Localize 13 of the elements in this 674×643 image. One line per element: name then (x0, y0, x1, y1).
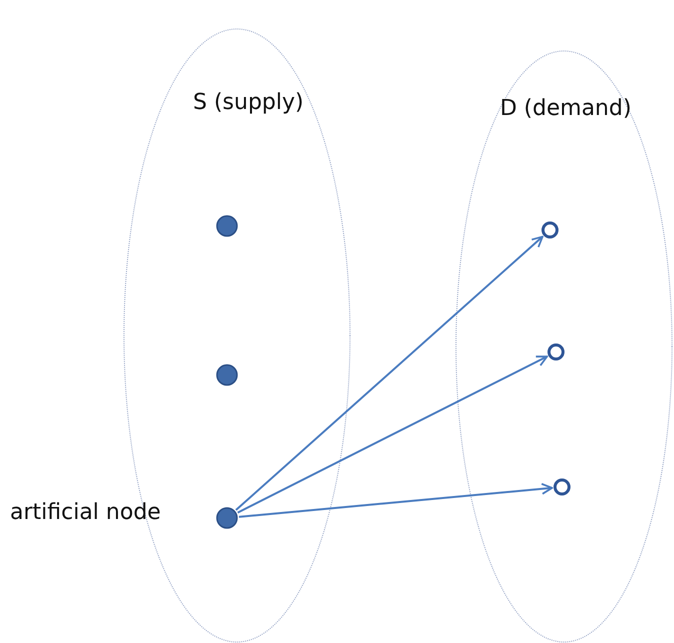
set-heading: D (demand) (500, 96, 632, 121)
set-ellipse (455, 50, 673, 643)
arrow (238, 482, 553, 518)
arrow (237, 356, 548, 514)
filled-node-dot (215, 363, 239, 387)
set-heading: S (supply) (193, 90, 304, 115)
hollow-node-circle (552, 477, 572, 497)
filled-node-dot (215, 214, 239, 238)
hollow-node-circle (546, 342, 566, 362)
filled-node-dot (215, 506, 239, 530)
hollow-node-circle (540, 220, 560, 240)
node-caption: artificial node (10, 500, 161, 525)
arrow (235, 236, 544, 511)
